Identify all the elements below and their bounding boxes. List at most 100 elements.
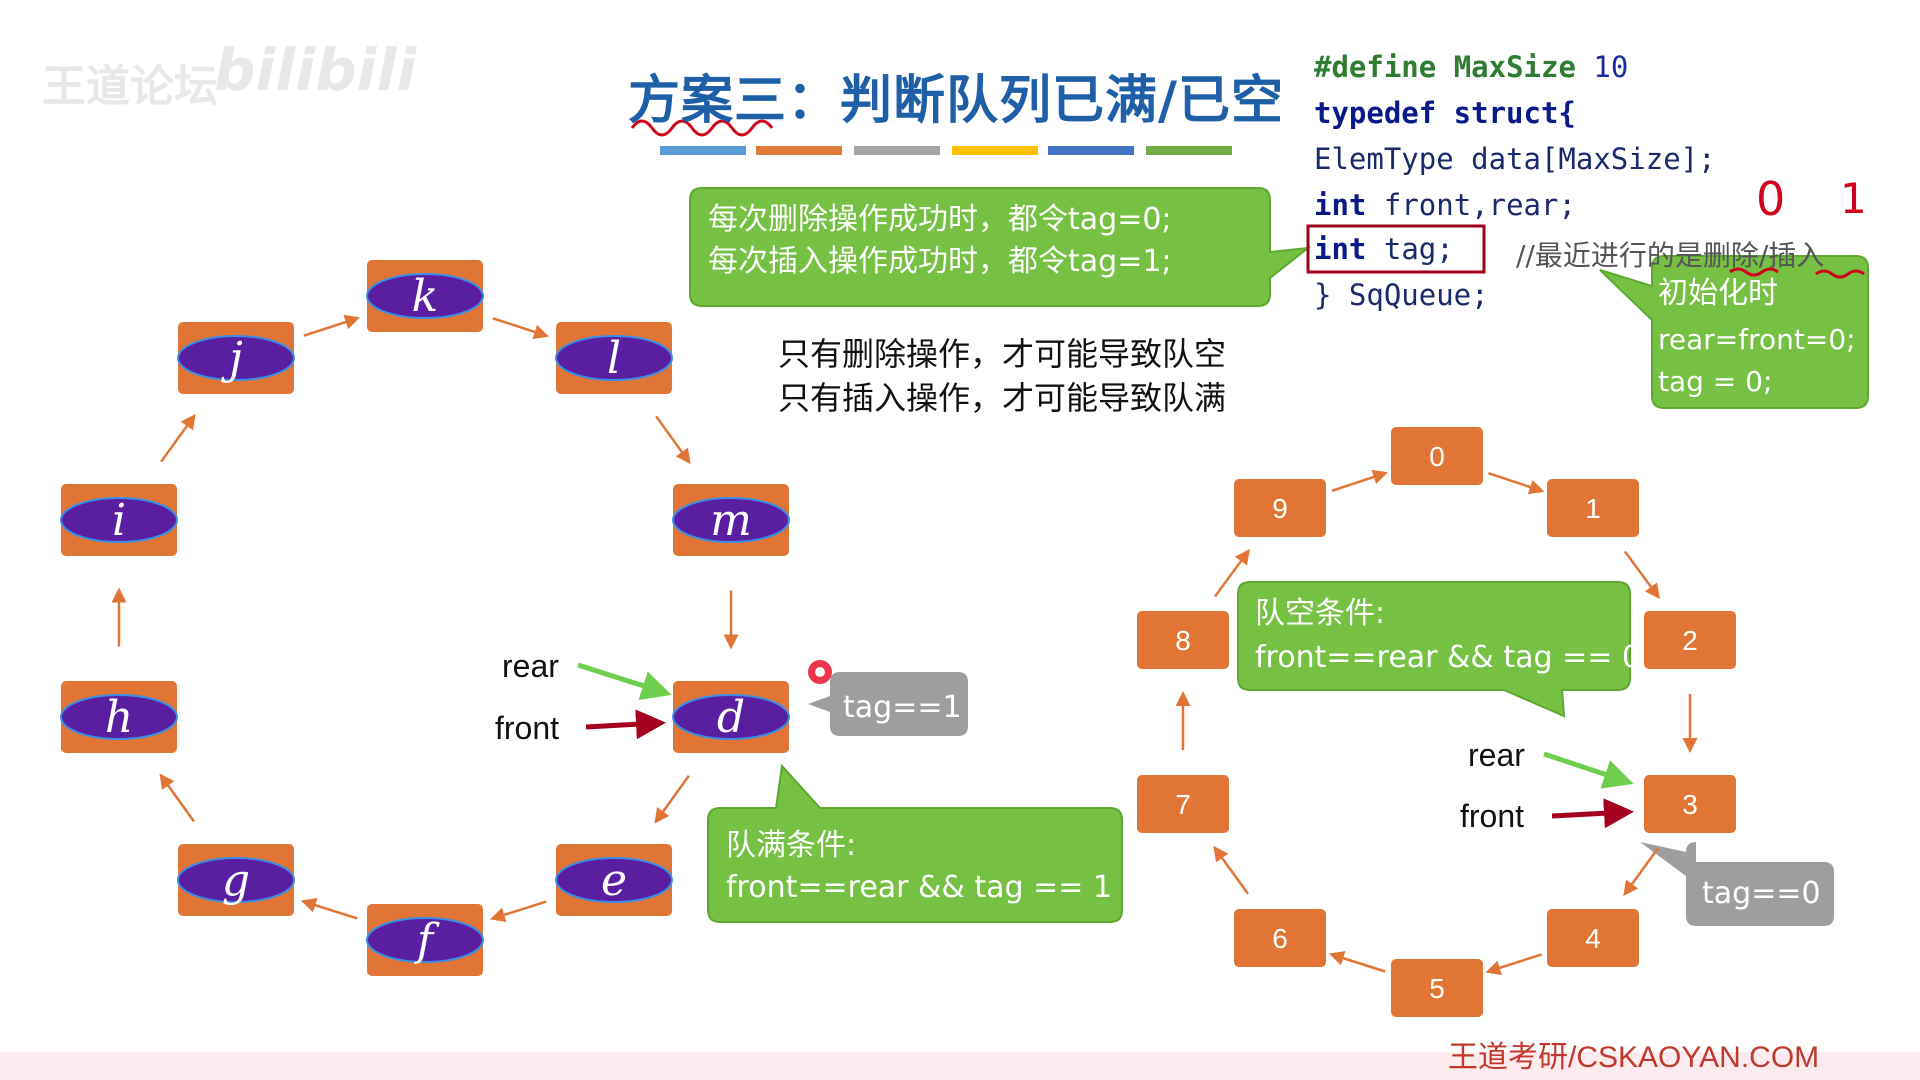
left-node-letter: e bbox=[601, 855, 627, 906]
full-condition-line1: 队满条件: bbox=[726, 828, 857, 863]
right-node-index: 9 bbox=[1272, 493, 1288, 524]
code-keyword: int bbox=[1314, 232, 1367, 266]
right-node-box bbox=[1547, 909, 1639, 967]
left-node-letter: k bbox=[412, 271, 439, 322]
right-ring-arrow bbox=[1488, 471, 1545, 495]
comment-scribble-1 bbox=[1729, 267, 1779, 277]
right-node-box bbox=[1391, 427, 1483, 485]
slide-title: 方案三：判断队列已满/已空 bbox=[628, 71, 1284, 131]
title-underline-bar bbox=[1146, 146, 1232, 155]
callout-tag-bubble bbox=[689, 187, 1312, 307]
right-front-arrow bbox=[1551, 798, 1634, 829]
right-queue-node: 9 bbox=[1234, 479, 1326, 537]
right-node-index: 3 bbox=[1682, 789, 1698, 820]
note-line2: 只有插入操作，才可能导致队满 bbox=[778, 379, 1227, 417]
title-underline-bar bbox=[756, 146, 842, 155]
left-queue-node: l bbox=[555, 322, 673, 394]
right-queue-node: 8 bbox=[1137, 611, 1229, 669]
left-node-letter: d bbox=[717, 692, 745, 743]
left-node-ellipse bbox=[177, 857, 295, 903]
code-line-front-rear: int front,rear; bbox=[1314, 188, 1576, 222]
code-comment: //最近进行的是删除/插入 bbox=[1516, 239, 1825, 272]
left-rear-arrow bbox=[577, 662, 672, 701]
left-ring-arrow bbox=[159, 773, 195, 822]
left-queue-node: k bbox=[366, 260, 484, 332]
title-underline-bar bbox=[952, 146, 1038, 155]
left-node-ellipse bbox=[366, 917, 484, 963]
right-ring-arrow bbox=[1213, 845, 1249, 895]
callout-init-line2: rear=front=0; bbox=[1658, 323, 1856, 356]
code-line-data: ElemType data[MaxSize]; bbox=[1314, 142, 1716, 176]
watermark-text: 王道论坛 bbox=[42, 61, 218, 112]
right-tag-badge: tag==0 bbox=[1702, 876, 1821, 911]
footer-text: 王道考研/CSKAOYAN.COM bbox=[1448, 1041, 1820, 1074]
right-queue-node: 4 bbox=[1547, 909, 1639, 967]
right-ring-arrow bbox=[1623, 550, 1660, 599]
left-ring-arrow bbox=[492, 317, 549, 340]
left-queue-node: h bbox=[60, 681, 178, 753]
code-line-end: } SqQueue; bbox=[1314, 278, 1489, 312]
left-node-letter: g bbox=[222, 855, 250, 906]
right-node-box bbox=[1644, 775, 1736, 833]
left-rear-label: rear bbox=[502, 648, 559, 684]
left-queue-node: m bbox=[672, 484, 790, 556]
handwritten-one: 1 bbox=[1840, 174, 1867, 223]
right-queue-node: 3 bbox=[1644, 775, 1736, 833]
callout-tag-line2: 每次插入操作成功时，都令tag=1; bbox=[708, 244, 1172, 279]
right-node-index: 8 bbox=[1175, 625, 1191, 656]
title-underline-bar bbox=[854, 146, 940, 155]
right-queue-node: 1 bbox=[1547, 479, 1639, 537]
empty-condition-line2: front==rear && tag == 0 bbox=[1255, 640, 1641, 675]
int-tag-highlight-box bbox=[1306, 224, 1486, 274]
code-macro-name: MaxSize bbox=[1453, 50, 1576, 84]
code-fields: front,rear; bbox=[1383, 188, 1576, 222]
right-node-index: 7 bbox=[1175, 789, 1191, 820]
note-line1: 只有删除操作，才可能导致队空 bbox=[778, 335, 1227, 373]
right-node-box bbox=[1391, 959, 1483, 1017]
callout-init-line1: 初始化时 bbox=[1658, 276, 1778, 311]
bottom-strip bbox=[0, 1052, 1920, 1080]
right-queue-node: 7 bbox=[1137, 775, 1229, 833]
left-tag-badge-shape bbox=[808, 672, 968, 736]
left-tag-badge: tag==1 bbox=[843, 690, 962, 725]
right-node-box bbox=[1137, 775, 1229, 833]
code-keyword: #define bbox=[1314, 50, 1437, 84]
left-node-ellipse bbox=[177, 335, 295, 381]
code-line-define: #define MaxSize 10 bbox=[1314, 50, 1628, 84]
left-queue-node: i bbox=[60, 484, 178, 556]
left-queue-node: j bbox=[177, 322, 295, 394]
left-queue-node: f bbox=[366, 904, 484, 976]
right-node-box bbox=[1234, 479, 1326, 537]
handwritten-zero: 0 bbox=[1756, 172, 1786, 226]
left-ring-arrow bbox=[303, 314, 360, 337]
right-node-box bbox=[1644, 611, 1736, 669]
left-node-ellipse bbox=[672, 694, 790, 740]
callout-full-bubble bbox=[707, 763, 1123, 923]
right-tag-badge-shape bbox=[1640, 842, 1834, 926]
right-node-box bbox=[1137, 611, 1229, 669]
right-node-box bbox=[1547, 479, 1639, 537]
right-rear-arrow bbox=[1543, 751, 1634, 789]
bilibili-logo: bilibili bbox=[214, 36, 417, 104]
left-node-ellipse bbox=[672, 497, 790, 543]
right-queue-node: 0 bbox=[1391, 427, 1483, 485]
right-ring-arrow bbox=[1331, 469, 1388, 492]
callout-empty-bubble bbox=[1237, 581, 1631, 718]
left-node-ellipse bbox=[366, 273, 484, 319]
code-line-typedef: typedef struct{ bbox=[1314, 96, 1576, 130]
right-front-label: front bbox=[1460, 798, 1525, 834]
right-node-index: 0 bbox=[1429, 441, 1445, 472]
right-ring-arrow bbox=[1485, 953, 1543, 976]
right-ring-arrow bbox=[1328, 950, 1386, 973]
left-front-arrow bbox=[585, 709, 666, 740]
left-ring-arrow bbox=[655, 415, 691, 465]
callout-tag-line1: 每次删除操作成功时，都令tag=0; bbox=[708, 202, 1172, 237]
right-ring-arrow bbox=[1623, 847, 1659, 897]
left-node-letter: m bbox=[710, 495, 752, 546]
left-node-ellipse bbox=[555, 335, 673, 381]
right-node-box bbox=[1234, 909, 1326, 967]
left-queue-node: e bbox=[555, 844, 673, 916]
right-queue-node: 6 bbox=[1234, 909, 1326, 967]
right-node-index: 4 bbox=[1585, 923, 1601, 954]
full-condition-line2: front==rear && tag == 1 bbox=[726, 870, 1112, 905]
